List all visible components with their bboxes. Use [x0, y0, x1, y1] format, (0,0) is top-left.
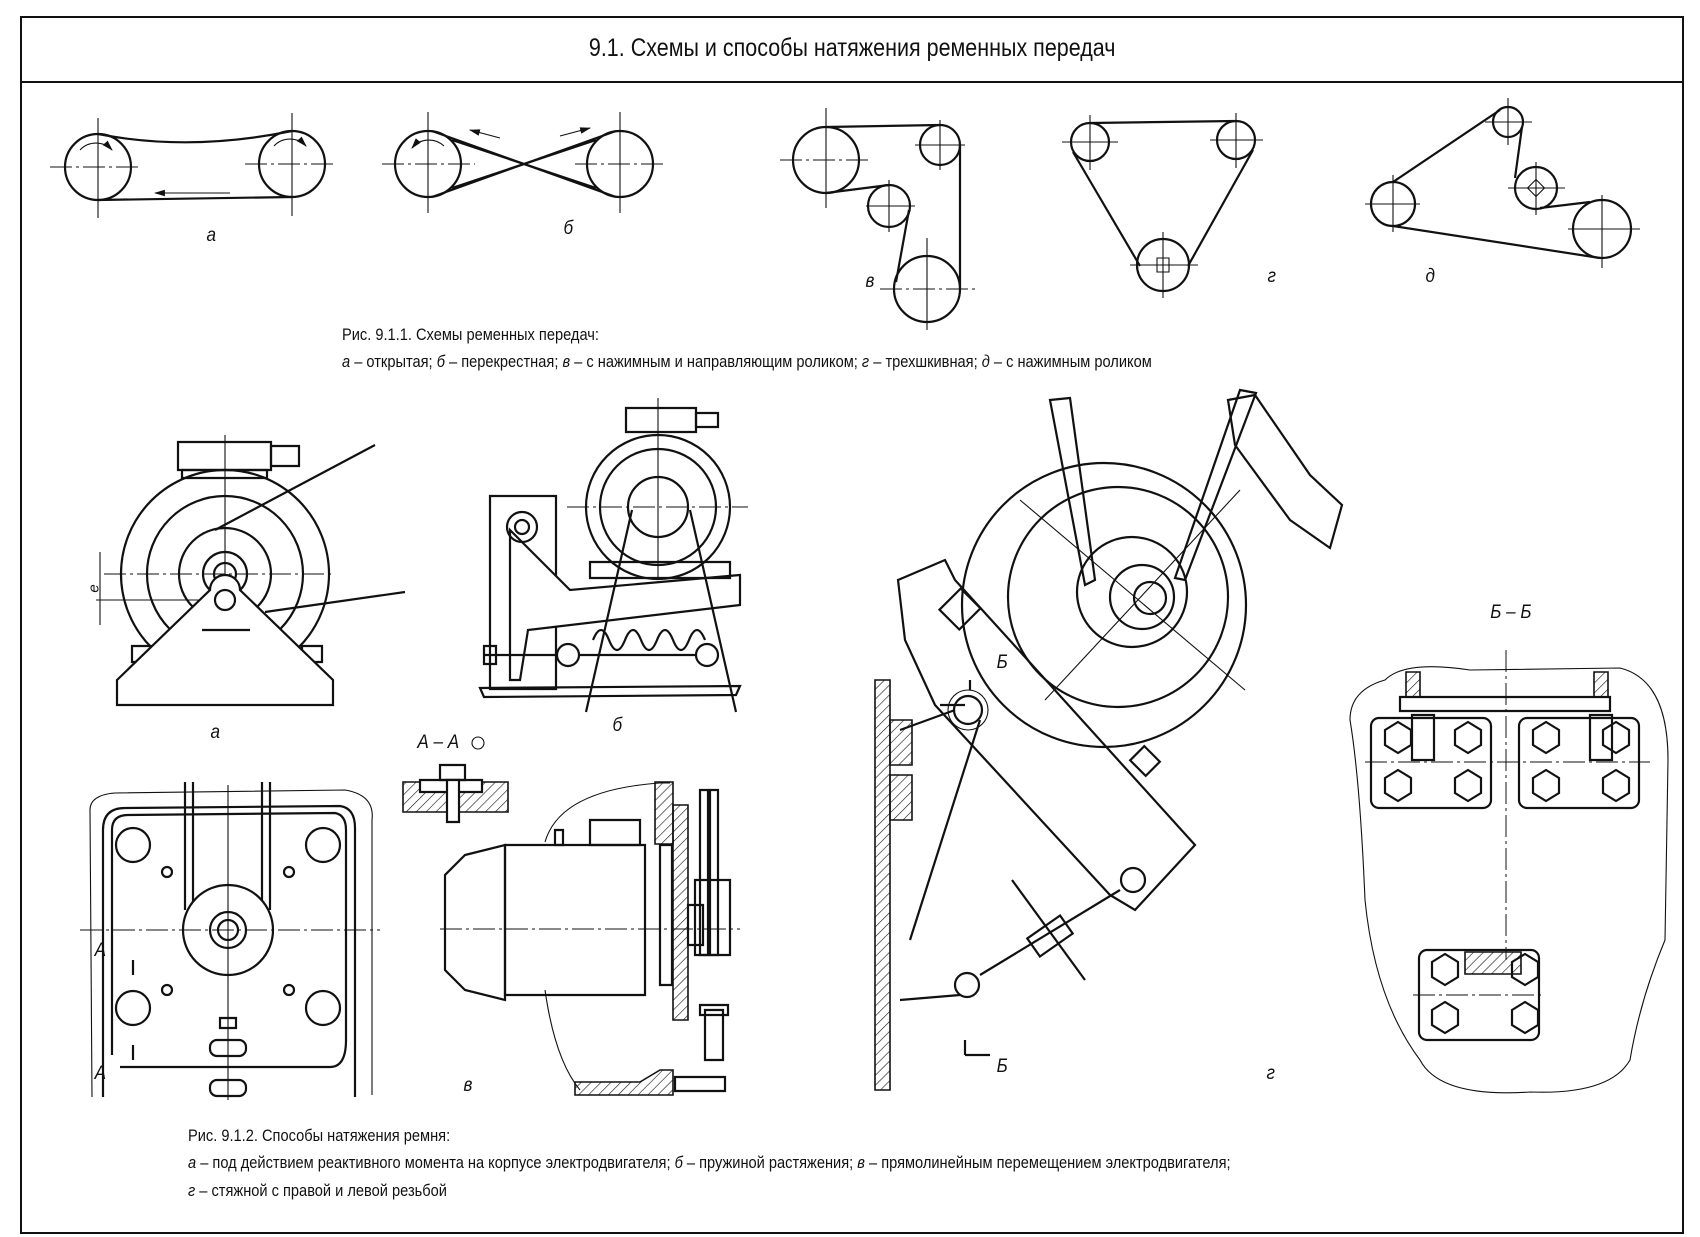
- tensioner-plan-view: [80, 782, 380, 1100]
- scheme-three-pulley: [1062, 113, 1263, 298]
- caption-key: в: [562, 352, 571, 371]
- scheme-pressure-roller: [1365, 98, 1640, 268]
- cut-mark-b-top: Б: [996, 652, 1008, 673]
- tensioner-spring: [480, 398, 748, 712]
- fig2-caption-line-1: а – под действием реактивного момента на…: [188, 1153, 1231, 1172]
- section-b-b: [1350, 650, 1668, 1093]
- scheme-idler-rollers: [780, 108, 975, 330]
- fig2-caption-title: Рис. 9.1.2. Способы натяжения ремня:: [188, 1126, 451, 1145]
- label-fig2-b: б: [612, 715, 623, 736]
- section-b-b-title: Б – Б: [1490, 602, 1532, 623]
- tensioner-turnbuckle: [875, 390, 1342, 1090]
- cut-mark-b-bottom: Б: [996, 1056, 1008, 1077]
- label-fig1-d: д: [1425, 266, 1435, 287]
- caption-key: б: [674, 1153, 683, 1172]
- caption-key: а: [188, 1153, 197, 1172]
- label-fig1-v: в: [865, 271, 875, 292]
- tensioner-reactive-moment: [96, 435, 405, 705]
- fig1-caption-items: а – открытая; б – перекрестная; в – с на…: [342, 352, 1152, 371]
- caption-key: г: [861, 352, 870, 371]
- caption-key: а: [342, 352, 351, 371]
- caption-key: в: [857, 1153, 865, 1172]
- cut-mark-a-bottom: А: [94, 1063, 107, 1084]
- label-fig1-g: г: [1267, 266, 1276, 287]
- caption-key: б: [436, 352, 445, 371]
- page-title: 9.1. Схемы и способы натяжения ременных …: [588, 34, 1116, 62]
- scheme-open-belt: [50, 113, 335, 218]
- caption-key: д: [981, 352, 990, 371]
- caption-key: г: [188, 1181, 196, 1200]
- cut-mark-a-top: А: [94, 940, 107, 961]
- label-fig2-g: г: [1266, 1063, 1275, 1084]
- fig2-caption-line-2: г – стяжной с правой и левой резьбой: [188, 1181, 447, 1200]
- page-frame: [20, 16, 1684, 1234]
- label-fig2-a: а: [210, 722, 221, 743]
- label-fig1-b: б: [563, 218, 574, 239]
- label-fig1-a: а: [206, 225, 217, 246]
- fig1-caption-title: Рис. 9.1.1. Схемы ременных передач:: [342, 325, 599, 344]
- scheme-crossed-belt: [382, 112, 665, 213]
- dimension-e-label: e: [85, 584, 103, 593]
- title-bar: 9.1. Схемы и способы натяжения ременных …: [20, 16, 1684, 83]
- label-fig2-v: в: [463, 1075, 473, 1096]
- section-a-a-title: А – А: [417, 732, 460, 753]
- section-a-a: [403, 737, 508, 822]
- tensioner-linear-slide: [440, 782, 740, 1095]
